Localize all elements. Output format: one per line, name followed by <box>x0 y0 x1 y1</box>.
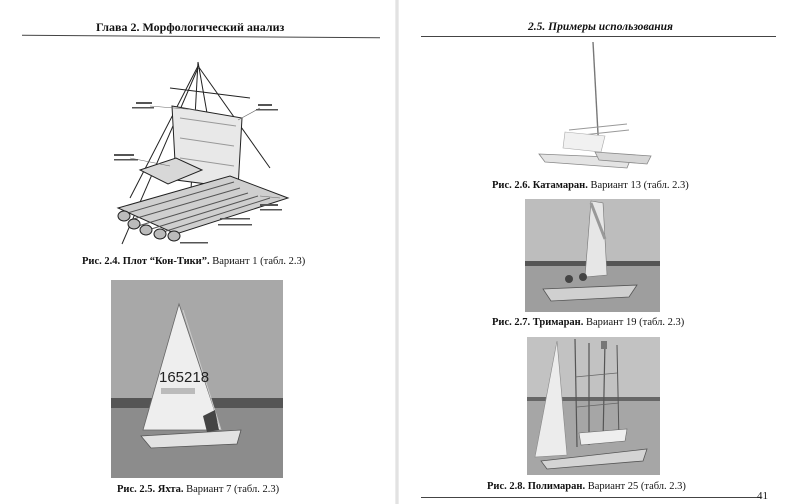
caption-variant: Вариант 25 (табл. 2.3) <box>587 481 686 492</box>
caption-number: Рис. 2.6. <box>492 180 531 191</box>
yacht-photo-image: 165218 <box>111 280 283 478</box>
book-gutter <box>395 0 399 504</box>
figure-caption-kontiki: Рис. 2.4. Плот “Кон-Тики”. Вариант 1 (та… <box>82 256 305 267</box>
sail-number-text: 165218 <box>159 369 209 386</box>
header-rule <box>22 34 380 39</box>
caption-title: Тримаран. <box>532 317 584 328</box>
figure-caption-yacht: Рис. 2.5. Яхта. Вариант 7 (табл. 2.3) <box>117 484 279 495</box>
polimaran-photo-image <box>527 337 660 475</box>
caption-variant: Вариант 13 (табл. 2.3) <box>590 180 689 191</box>
left-page: Глава 2. Морфологический анализ <box>22 20 380 495</box>
caption-number: Рис. 2.7. <box>492 317 531 328</box>
header-rule <box>421 36 776 37</box>
catamaran-image <box>535 40 655 175</box>
figure-caption-polimaran: Рис. 2.8. Полимаран. Вариант 25 (табл. 2… <box>487 481 686 492</box>
figure-caption-trimaran: Рис. 2.7. Тримаран. Вариант 19 (табл. 2.… <box>492 317 684 328</box>
page-number: 41 <box>757 490 768 502</box>
caption-number: Рис. 2.8. <box>487 481 526 492</box>
catamaran-illustration <box>538 41 652 169</box>
caption-variant: Вариант 1 (табл. 2.3) <box>212 256 306 267</box>
trimaran-photo <box>525 199 660 312</box>
trimaran-photo-image <box>525 199 660 312</box>
right-page: 2.5. Примеры использования Рис. 2.6. Кат… <box>397 0 794 504</box>
caption-variant: Вариант 19 (табл. 2.3) <box>585 317 685 328</box>
raft-illustration <box>114 61 290 245</box>
caption-number: Рис. 2.5. <box>117 484 156 495</box>
caption-title: Катамаран. <box>532 180 588 191</box>
polimaran-photo <box>527 337 660 475</box>
section-header: 2.5. Примеры использования <box>528 21 673 33</box>
kontiki-raft-drawing <box>110 58 290 250</box>
caption-title: Полимаран. <box>527 481 586 492</box>
caption-title: Яхта. <box>157 484 184 495</box>
chapter-header: Глава 2. Морфологический анализ <box>96 20 285 34</box>
figure-caption-catamaran: Рис. 2.6. Катамаран. Вариант 13 (табл. 2… <box>492 180 689 191</box>
yacht-photo: 165218 <box>111 280 283 478</box>
caption-number: Рис. 2.4. <box>82 256 121 267</box>
caption-variant: Вариант 7 (табл. 2.3) <box>186 484 280 495</box>
footer-rule <box>421 497 761 498</box>
caption-title: Плот “Кон-Тики”. <box>122 256 210 267</box>
